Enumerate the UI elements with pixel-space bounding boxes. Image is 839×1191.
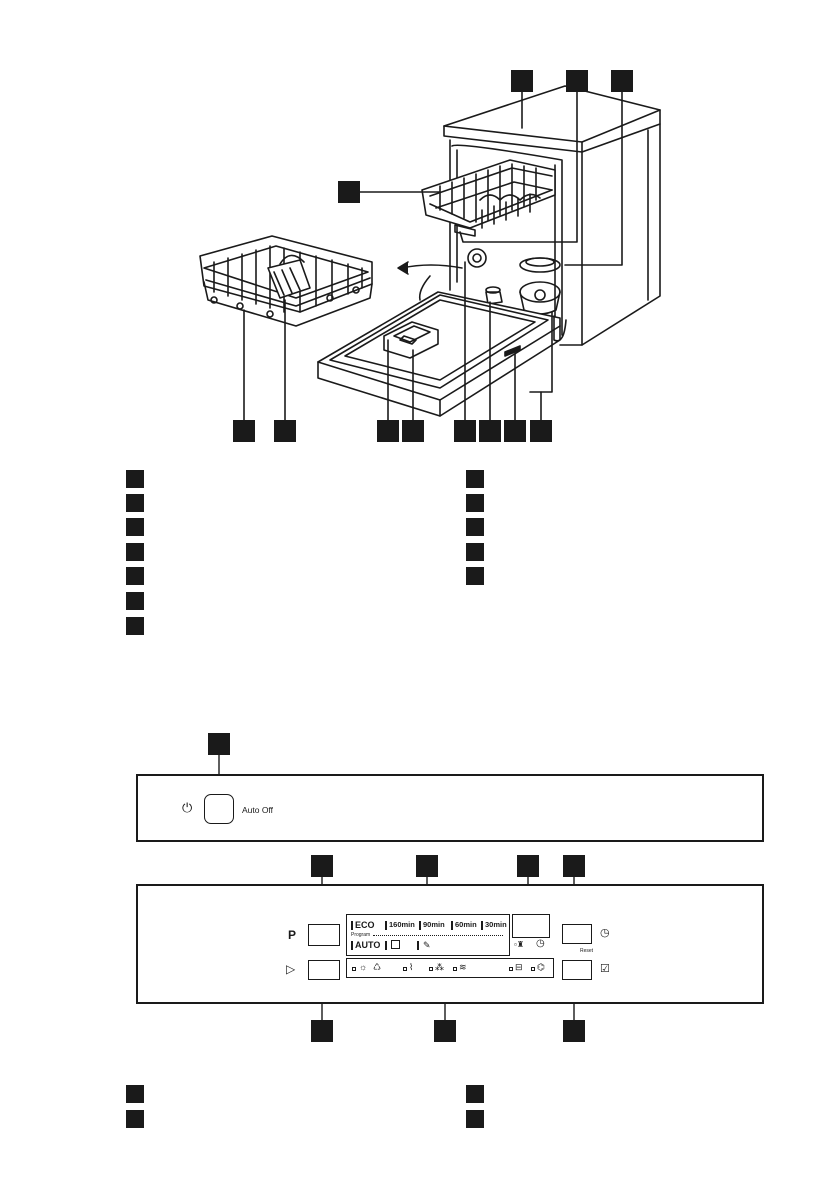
legend-marker <box>126 543 144 561</box>
power-icon: ⏻ <box>182 800 193 815</box>
wash-icon: ⌇ <box>409 962 414 972</box>
program-divider <box>373 935 503 936</box>
legend-marker <box>126 494 144 512</box>
program-eco: ECO <box>355 920 375 930</box>
indicator-dot <box>531 967 535 971</box>
indicator-bar <box>351 941 353 950</box>
callout-marker <box>511 70 533 92</box>
program-160: 160min <box>389 920 415 929</box>
legend-marker <box>126 567 144 585</box>
quick-wash-icon <box>391 940 400 949</box>
delay-button[interactable] <box>562 924 592 944</box>
callout-marker <box>517 855 539 877</box>
legend-marker <box>466 567 484 585</box>
callout-marker <box>563 855 585 877</box>
callout-marker <box>274 420 296 442</box>
legend-marker <box>466 543 484 561</box>
clock-icon: ◷ <box>600 927 610 939</box>
spray-icon: ⁂ <box>435 962 444 972</box>
indicator-bar <box>351 921 353 930</box>
callout-marker <box>338 181 360 203</box>
program-30: 30min <box>485 920 507 929</box>
indicator-bar <box>481 921 483 930</box>
program-button[interactable] <box>308 924 340 946</box>
program-60: 60min <box>455 920 477 929</box>
callout-marker <box>530 420 552 442</box>
indicator-bar <box>385 941 387 950</box>
indicator-dot <box>453 967 457 971</box>
program-90: 90min <box>423 920 445 929</box>
program-display: ECO 160min 90min 60min 30min Program AUT… <box>346 914 510 956</box>
callout-marker <box>208 733 230 755</box>
program-caption: Program <box>351 932 371 938</box>
program-key-label: P <box>288 928 297 942</box>
reset-label: Reset <box>580 948 594 954</box>
callout-marker <box>377 420 399 442</box>
callout-marker <box>311 855 333 877</box>
steam-icon: ≋ <box>459 962 467 972</box>
callout-marker <box>402 420 424 442</box>
salt-icon: ⊟ <box>515 962 523 972</box>
legend-marker <box>466 1110 484 1128</box>
callout-marker <box>566 70 588 92</box>
power-panel: ⏻ Auto Off <box>136 774 764 842</box>
indicator-bar <box>451 921 453 930</box>
callout-marker <box>454 420 476 442</box>
callout-marker <box>563 1020 585 1042</box>
legend-marker <box>126 617 144 635</box>
legend-marker <box>126 470 144 488</box>
legend-marker <box>466 518 484 536</box>
rinse-aid-icon: ▫♜ <box>514 940 525 949</box>
callout-marker <box>434 1020 456 1042</box>
callout-marker <box>416 855 438 877</box>
legend-marker <box>466 494 484 512</box>
start-icon: ▷ <box>286 962 296 976</box>
rinse-icon: ♺ <box>373 962 382 972</box>
tap-icon: ⌬ <box>537 962 545 972</box>
legend-marker <box>126 592 144 610</box>
on-off-button[interactable] <box>204 794 234 824</box>
legend-marker <box>466 1085 484 1103</box>
control-panel: P ▷ ECO 160min 90min 60min 30min Program… <box>136 884 764 1004</box>
glass-icon: ✎ <box>423 940 431 950</box>
dishwasher-illustration <box>199 85 661 421</box>
indicator-strip: ☼ ♺ ⌇ ⁂ ≋ ⊟ ⌬ <box>346 958 554 978</box>
legend-marker <box>126 1110 144 1128</box>
callout-marker <box>311 1020 333 1042</box>
indicator-dot <box>403 967 407 971</box>
indicator-bar <box>417 941 419 950</box>
indicator-dot <box>429 967 433 971</box>
indicator-bar <box>419 921 421 930</box>
indicator-bar <box>385 921 387 930</box>
start-button[interactable] <box>308 960 340 980</box>
legend-marker <box>126 518 144 536</box>
option-check-icon: ☑ <box>600 963 610 975</box>
legend-marker <box>126 1085 144 1103</box>
callout-marker <box>611 70 633 92</box>
callout-marker <box>479 420 501 442</box>
auto-off-label: Auto Off <box>242 805 274 815</box>
callout-marker <box>504 420 526 442</box>
time-display <box>512 914 550 938</box>
indicator-dot <box>509 967 513 971</box>
legend-marker <box>466 470 484 488</box>
program-auto: AUTO <box>355 940 381 950</box>
delay-icon: ◷ <box>536 938 545 949</box>
option-button[interactable] <box>562 960 592 980</box>
indicator-dot <box>352 967 356 971</box>
dry-icon: ☼ <box>359 962 368 972</box>
callout-marker <box>233 420 255 442</box>
